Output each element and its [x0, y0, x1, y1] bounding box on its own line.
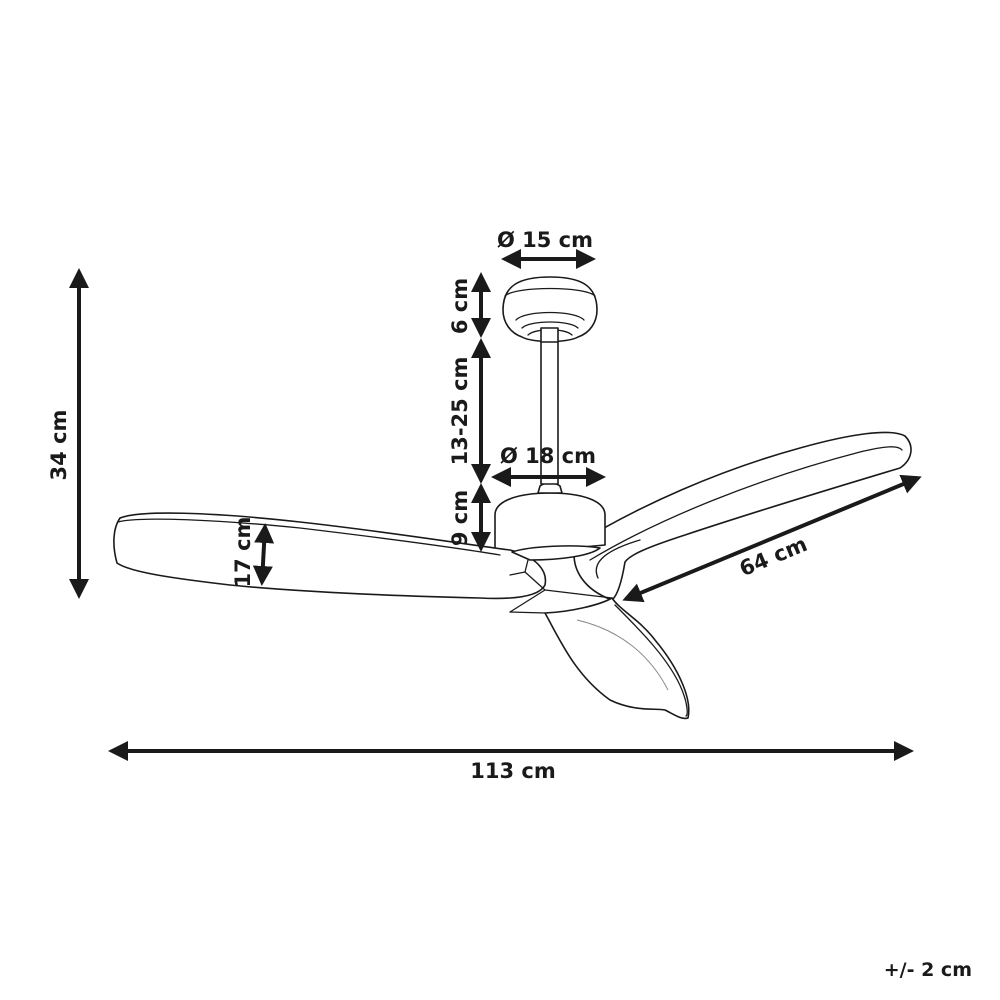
- motor-height-label: 9 cm: [448, 490, 472, 546]
- tolerance-note: +/- 2 cm: [884, 959, 972, 981]
- dimension-motor-diameter: Ø 18 cm: [491, 444, 606, 487]
- blade-hub: [509, 545, 613, 614]
- dimension-total-span: 113 cm: [108, 741, 914, 783]
- total-height-label: 34 cm: [47, 410, 71, 481]
- front-blade: [544, 597, 690, 720]
- left-blade: [113, 512, 547, 600]
- canopy-height-label: 6 cm: [448, 278, 472, 334]
- fan-illustration: [113, 276, 912, 720]
- dimension-motor-height: 9 cm: [448, 483, 491, 552]
- canopy-diameter-label: Ø 15 cm: [497, 228, 593, 252]
- dimension-canopy-height: 6 cm: [448, 272, 491, 338]
- downrod-length-label: 13-25 cm: [448, 357, 472, 466]
- canopy: [502, 276, 598, 343]
- dimension-downrod-length: 13-25 cm: [448, 338, 491, 484]
- motor-diameter-label: Ø 18 cm: [500, 444, 596, 468]
- motor-housing: [494, 482, 606, 556]
- dimension-total-height: 34 cm: [47, 268, 89, 599]
- dimension-canopy-diameter: Ø 15 cm: [497, 228, 596, 269]
- blade-width-label: 17 cm: [231, 517, 255, 588]
- dimension-blade-width: 17 cm: [231, 517, 275, 588]
- total-span-label: 113 cm: [470, 759, 555, 783]
